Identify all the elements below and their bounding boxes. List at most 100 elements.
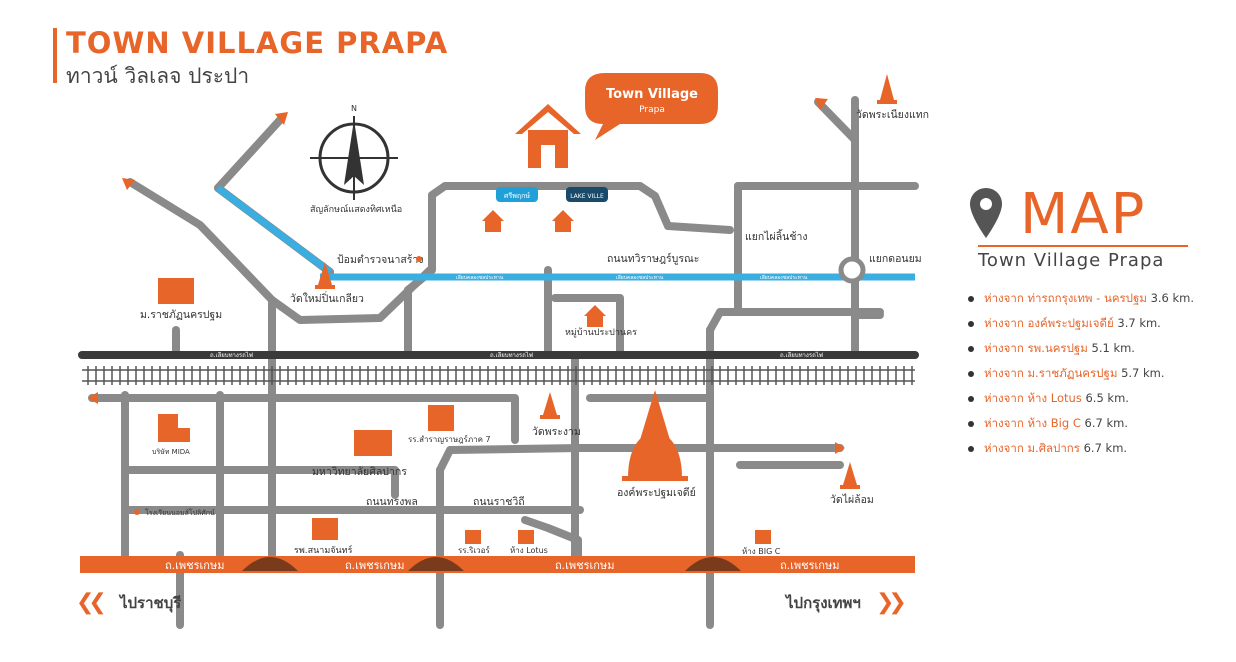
canal-lines [215,185,915,281]
building-icons [158,278,771,544]
route-map[interactable]: ถ.เพชรเกษม ถ.เพชรเกษม ถ.เพชรเกษม ถ.เพชรเ… [0,0,960,662]
arrow-icon [835,442,845,454]
roundabout-icon [838,256,866,284]
railway [78,351,919,385]
bullet-icon [968,345,974,352]
place-label: ห้าง BIG C [742,547,781,556]
place-label: หมู่บ้านประปานคร [565,327,637,338]
list-item: ห่างจาก ท่ารถกรุงเทพ - นครปฐม 3.6 km. [968,290,1194,315]
list-item: ห่างจาก ม.ศิลปากร 6.7 km. [968,440,1194,465]
temple-icons [315,74,897,489]
canal-road-label: เลียบคลองชลประทาน [616,274,664,281]
double-chevron-left-icon: ❮❮ [76,590,107,615]
place-label: แยกไผ่ลิ้นช้าง [745,229,807,243]
arrow-icon [275,112,288,125]
map-heading: MAP [1020,182,1147,247]
page-title: TOWN VILLAGE PRAPA [66,26,449,60]
distance-value: 6.7 km. [1083,441,1128,455]
distance-label: ห่างจาก ม.ราชภัฏนครปฐม [984,366,1118,380]
highway-label: ถ.เพชรเกษม [555,559,614,572]
arrow-icon [88,392,98,404]
distance-label: ห่างจาก รพ.นครปฐม [984,341,1088,355]
map-subtitle: Town Village Prapa [978,250,1165,271]
place-label: รพ.สนามจันทร์ [294,544,353,556]
distance-value: 3.6 km. [1150,291,1195,305]
house-marker-icons [482,210,606,327]
phra-pathom-chedi-icon [622,390,688,481]
bullet-icon [968,420,974,427]
arrow-icon [122,178,135,190]
distance-value: 3.7 km. [1117,316,1161,330]
distance-label: ห่างจาก ห้าง Lotus [984,391,1082,405]
compass-label: สัญลักษณ์แสดงทิศเหนือ [310,203,402,215]
list-item: ห่างจาก องค์พระปฐมเจดีย์ 3.7 km. [968,315,1194,340]
bullet-icon [968,320,974,327]
place-label: ถนนราชวิถี [473,495,525,508]
place-label: ห้าง Lotus [510,546,548,555]
bubble-line1: Town Village [606,87,698,102]
place-label: บริษัท MIDA [152,448,190,456]
place-label: โรงเรียนนอมส์โปลิศักน์ [145,508,215,517]
place-label: มหาวิทยาลัยศิลปากร [312,466,407,478]
direction-ratchaburi-label: ไปราชบุรี [119,593,182,612]
rail-road-label: ถ.เลียบทางรถไฟ [490,351,533,359]
direction-ratchaburi: ❮❮ ไปราชบุรี [76,590,181,615]
tiny-badge-1-label: ศรีพฤกษ์ [504,192,530,200]
bullet-icon [968,395,974,402]
place-label: รร.ริเวอร์ [458,545,490,555]
direction-bangkok: ไปกรุงเทพฯ ❯❯ [786,590,907,615]
place-label: รร.สำราญราษฎร์ภาค 7 [408,434,491,444]
distance-label: ห่างจาก ม.ศิลปากร [984,441,1080,455]
place-label: วัดพระเนียงแทก [856,108,929,121]
place-label: แยกดอนยม [869,253,922,265]
highway-label: ถ.เพชรเกษม [165,559,224,572]
map-pin-icon [970,188,1002,238]
page-subtitle-thai: ทาวน์ วิลเลจ ประปา [66,64,250,88]
distance-value: 6.7 km. [1084,416,1128,430]
map-heading-rule [978,245,1188,247]
canal-road-label: เลียบคลองชลประทาน [760,274,808,281]
distance-value: 5.7 km. [1121,366,1165,380]
place-label: ม.ราชภัฏนครปฐม [140,309,222,321]
distance-list: ห่างจาก ท่ารถกรุงเทพ - นครปฐม 3.6 km. ห่… [968,290,1194,465]
place-label: วัดพระงาม [532,426,581,438]
road-network [88,96,919,629]
home-icon [515,104,581,168]
place-label: วัดไผ่ล้อม [830,493,874,506]
tiny-badge-2-label: LAKE VILLE [570,193,604,200]
place-label: วัดใหม่ปิ่นเกลียว [290,291,364,305]
highway-phetkasem: ถ.เพชรเกษม ถ.เพชรเกษม ถ.เพชรเกษม ถ.เพชรเ… [80,556,915,573]
highway-label: ถ.เพชรเกษม [780,559,839,572]
distance-label: ห่างจาก องค์พระปฐมเจดีย์ [984,316,1114,330]
place-label: องค์พระปฐมเจดีย์ [617,486,696,499]
canal-road-label: เลียบคลองชลประทาน [456,274,504,281]
distance-value: 6.5 km. [1085,391,1129,405]
distance-label: ห่างจาก ท่ารถกรุงเทพ - นครปฐม [984,291,1147,305]
place-label: ป้อมตำรวจนาสร้าง [337,254,423,266]
place-label: ถนนทรงพล [366,496,418,508]
bullet-icon [968,295,974,302]
highway-label: ถ.เพชรเกษม [345,559,404,572]
compass-north-label: N [351,104,357,113]
direction-arrows [88,98,845,454]
list-item: ห่างจาก รพ.นครปฐม 5.1 km. [968,340,1194,365]
rail-road-label: ถ.เลียบทางรถไฟ [210,351,253,359]
arrow-icon [815,98,828,110]
tiny-badge-2 [566,187,608,202]
bullet-icon [968,370,974,377]
bubble-line2: Prapa [639,105,665,115]
bullet-icon [968,445,974,452]
tiny-badge-1 [496,187,538,202]
police-marker-icon [416,256,422,262]
place-label: ถนนทวิราษฎร์บูรณะ [607,252,699,265]
school-marker-icon [134,509,140,515]
list-item: ห่างจาก ม.ราชภัฏนครปฐม 5.7 km. [968,365,1194,390]
double-chevron-right-icon: ❯❯ [875,590,907,615]
list-item: ห่างจาก ห้าง Big C 6.7 km. [968,415,1194,440]
distance-label: ห่างจาก ห้าง Big C [984,416,1081,430]
logo-bubble [585,73,718,140]
title-accent-bar [53,28,57,83]
direction-bangkok-label: ไปกรุงเทพฯ [786,593,861,612]
rail-road-label: ถ.เลียบทางรถไฟ [780,351,823,359]
distance-value: 5.1 km. [1091,341,1135,355]
